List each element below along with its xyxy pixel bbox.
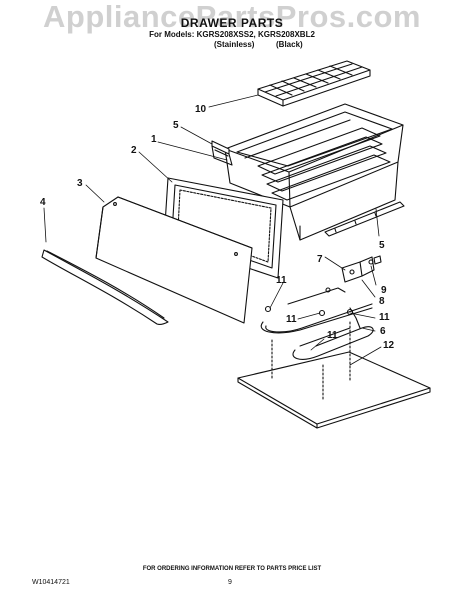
callout-11-left: 11 (286, 314, 297, 325)
page-title: DRAWER PARTS (180, 16, 284, 30)
callout-6: 6 (380, 326, 386, 337)
part-slide-rail-right (324, 201, 405, 237)
callout-5-upper: 5 (173, 120, 179, 131)
callout-11-right: 11 (379, 312, 390, 323)
part-burner-element (260, 287, 374, 360)
callout-7: 7 (317, 254, 323, 265)
part-drawer-box (224, 103, 404, 241)
leader-lines (43, 94, 382, 366)
callout-5-lower: 5 (379, 240, 385, 251)
part-igniter-bracket (341, 255, 382, 283)
callout-3: 3 (77, 178, 83, 189)
callout-11-top: 11 (276, 275, 287, 286)
callout-12: 12 (383, 340, 395, 351)
part-bottom-tray (237, 351, 431, 429)
callout-2: 2 (131, 145, 137, 156)
part-rack (257, 60, 371, 107)
part-handle (41, 249, 169, 325)
callout-11-mid: 11 (327, 330, 338, 341)
callout-10: 10 (195, 104, 207, 115)
document-number: W10414721 (32, 579, 70, 586)
callout-8: 8 (379, 296, 385, 307)
part-inner-door-panel (163, 177, 284, 279)
page-number: 9 (228, 579, 232, 586)
watermark: AppliancePartsPros.com (43, 0, 421, 34)
ordering-note: FOR ORDERING INFORMATION REFER TO PARTS … (142, 566, 322, 572)
part-slide-rail-left (211, 140, 233, 166)
models-line: For Models: KGRS208XSS2, KGRS208XBL2 (149, 30, 315, 39)
callout-9: 9 (381, 285, 387, 296)
callout-4: 4 (40, 197, 46, 208)
part-outer-door-panel (95, 196, 253, 324)
callout-1: 1 (151, 134, 157, 145)
screw-shafts (271, 321, 351, 401)
variant-black: (Black) (276, 40, 303, 49)
variant-stainless: (Stainless) (214, 40, 255, 49)
